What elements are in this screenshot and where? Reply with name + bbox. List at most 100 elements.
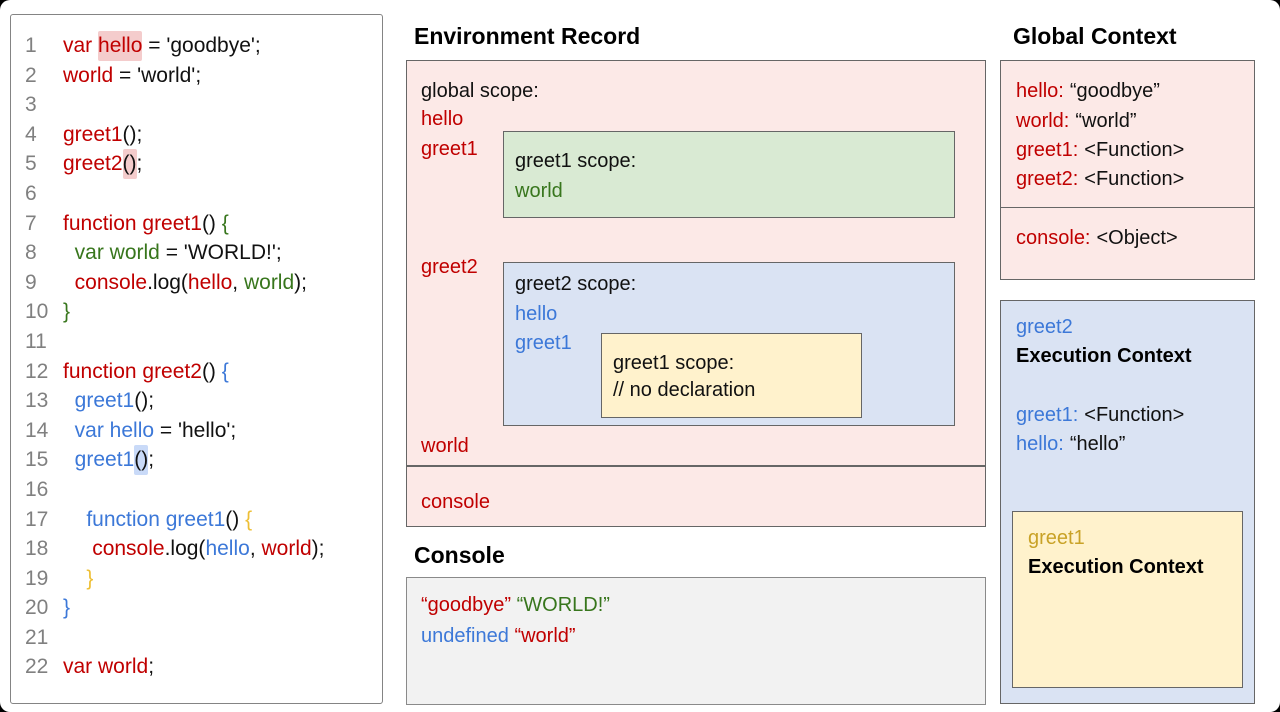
code-line: 21	[25, 623, 376, 653]
console-log-world: “world”	[514, 625, 576, 647]
code-segment: ()	[122, 149, 137, 179]
console-scope-box	[406, 466, 986, 527]
line-number: 11	[25, 329, 47, 353]
global-scope-var-greet2: greet2	[421, 256, 478, 278]
code-segment: ,	[232, 270, 244, 294]
greet1-scope-box	[503, 131, 955, 218]
console-output-line-2: undefined “world”	[421, 624, 576, 648]
code-segment	[63, 238, 75, 268]
greet2-ec-name: greet2	[1016, 316, 1073, 338]
line-number: 14	[25, 418, 49, 442]
code-segment	[63, 505, 86, 535]
code-segment: var hello	[74, 418, 155, 442]
code-segment: function greet1	[86, 507, 226, 531]
code-segment: );	[294, 270, 307, 294]
code-segment: var	[63, 34, 99, 57]
line-number: 20	[25, 596, 49, 620]
global-context-vars-box	[1000, 60, 1255, 208]
greet1-scope-label: greet1 scope:	[515, 150, 637, 172]
code-segment: greet1	[74, 389, 135, 413]
code-segment: world	[63, 63, 114, 87]
code-segment: }	[86, 566, 94, 590]
code-segment: {	[221, 211, 229, 235]
code-segment: = 'goodbye';	[142, 34, 261, 57]
code-segment: console	[74, 270, 148, 294]
code-segment: console	[92, 537, 165, 561]
code-segment: .log(	[164, 537, 206, 561]
console-log-undefined: undefined	[421, 625, 509, 647]
global-context-console-box	[1000, 207, 1255, 280]
code-segment	[63, 268, 75, 298]
code-segment: ()	[201, 359, 222, 383]
code-segment	[63, 564, 86, 594]
code-segment: {	[245, 507, 253, 531]
code-segment: = 'hello';	[154, 418, 237, 442]
line-number: 12	[25, 359, 49, 383]
code-line: 3	[25, 90, 376, 120]
line-number: 5	[25, 152, 37, 176]
line-number: 18	[25, 537, 49, 561]
line-number: 3	[25, 93, 37, 117]
line-number: 7	[25, 211, 37, 235]
code-segment: ,	[249, 537, 262, 561]
code-segment	[63, 445, 75, 475]
code-segment: world	[261, 537, 312, 561]
line-number: 17	[25, 507, 49, 531]
inner-greet1-scope-comment: // no declaration	[613, 379, 756, 401]
code-line: 14 var hello = 'hello';	[25, 416, 376, 446]
line-number: 21	[25, 625, 49, 649]
console-output-box	[406, 577, 986, 705]
code-segment: ;	[148, 655, 155, 679]
inner-greet1-scope-box	[601, 333, 862, 418]
greet2-scope-var-greet1: greet1	[515, 332, 572, 354]
line-number: 2	[25, 63, 37, 87]
global-scope-var-greet1: greet1	[421, 138, 478, 160]
line-number: 19	[25, 566, 49, 590]
console-log-goodbye: “goodbye”	[421, 594, 512, 616]
code-segment: function greet2	[63, 359, 202, 383]
greet1-execution-context-box	[1012, 511, 1243, 688]
greet2-ec-entry-hello: hello:“hello”	[1016, 433, 1126, 455]
line-number: 8	[25, 241, 37, 265]
code-segment: ()	[201, 211, 222, 235]
code-segment: ();	[122, 122, 143, 146]
line-number: 10	[25, 300, 49, 324]
global-context-entry-hello: hello:“goodbye”	[1016, 80, 1160, 102]
greet2-ec-label: Execution Context	[1016, 345, 1192, 367]
global-context-entry-greet1: greet1:<Function>	[1016, 139, 1185, 161]
console-title: Console	[414, 542, 505, 568]
code-line: 12 function greet2() {	[25, 357, 376, 387]
code-segment: hello	[98, 31, 143, 61]
code-segment: var world	[63, 655, 149, 679]
global-scope-var-console: console	[421, 491, 490, 513]
code-line: 15 greet1();	[25, 445, 376, 475]
console-log-world-upper: “WORLD!”	[516, 594, 610, 616]
code-segment: hello	[187, 270, 233, 294]
line-number: 6	[25, 181, 37, 205]
code-segment: }	[63, 300, 71, 324]
code-line: 13 greet1();	[25, 386, 376, 416]
inner-greet1-scope-label: greet1 scope:	[613, 352, 735, 374]
global-context-entry-greet2: greet2:<Function>	[1016, 168, 1185, 190]
code-segment: {	[221, 359, 229, 383]
code-segment	[63, 416, 75, 446]
global-scope-var-hello: hello	[421, 108, 464, 130]
greet1-ec-name: greet1	[1028, 527, 1085, 549]
console-output-line-1: “goodbye” “WORLD!”	[421, 593, 610, 617]
line-number: 15	[25, 448, 49, 472]
greet2-ec-entry-greet1: greet1:<Function>	[1016, 404, 1185, 426]
line-number: 9	[25, 270, 37, 294]
environment-record-title: Environment Record	[414, 23, 641, 49]
code-segment: ()	[134, 445, 149, 475]
greet1-ec-label: Execution Context	[1028, 556, 1204, 578]
greet2-scope-label: greet2 scope:	[515, 273, 637, 295]
global-scope-var-world: world	[421, 435, 469, 457]
